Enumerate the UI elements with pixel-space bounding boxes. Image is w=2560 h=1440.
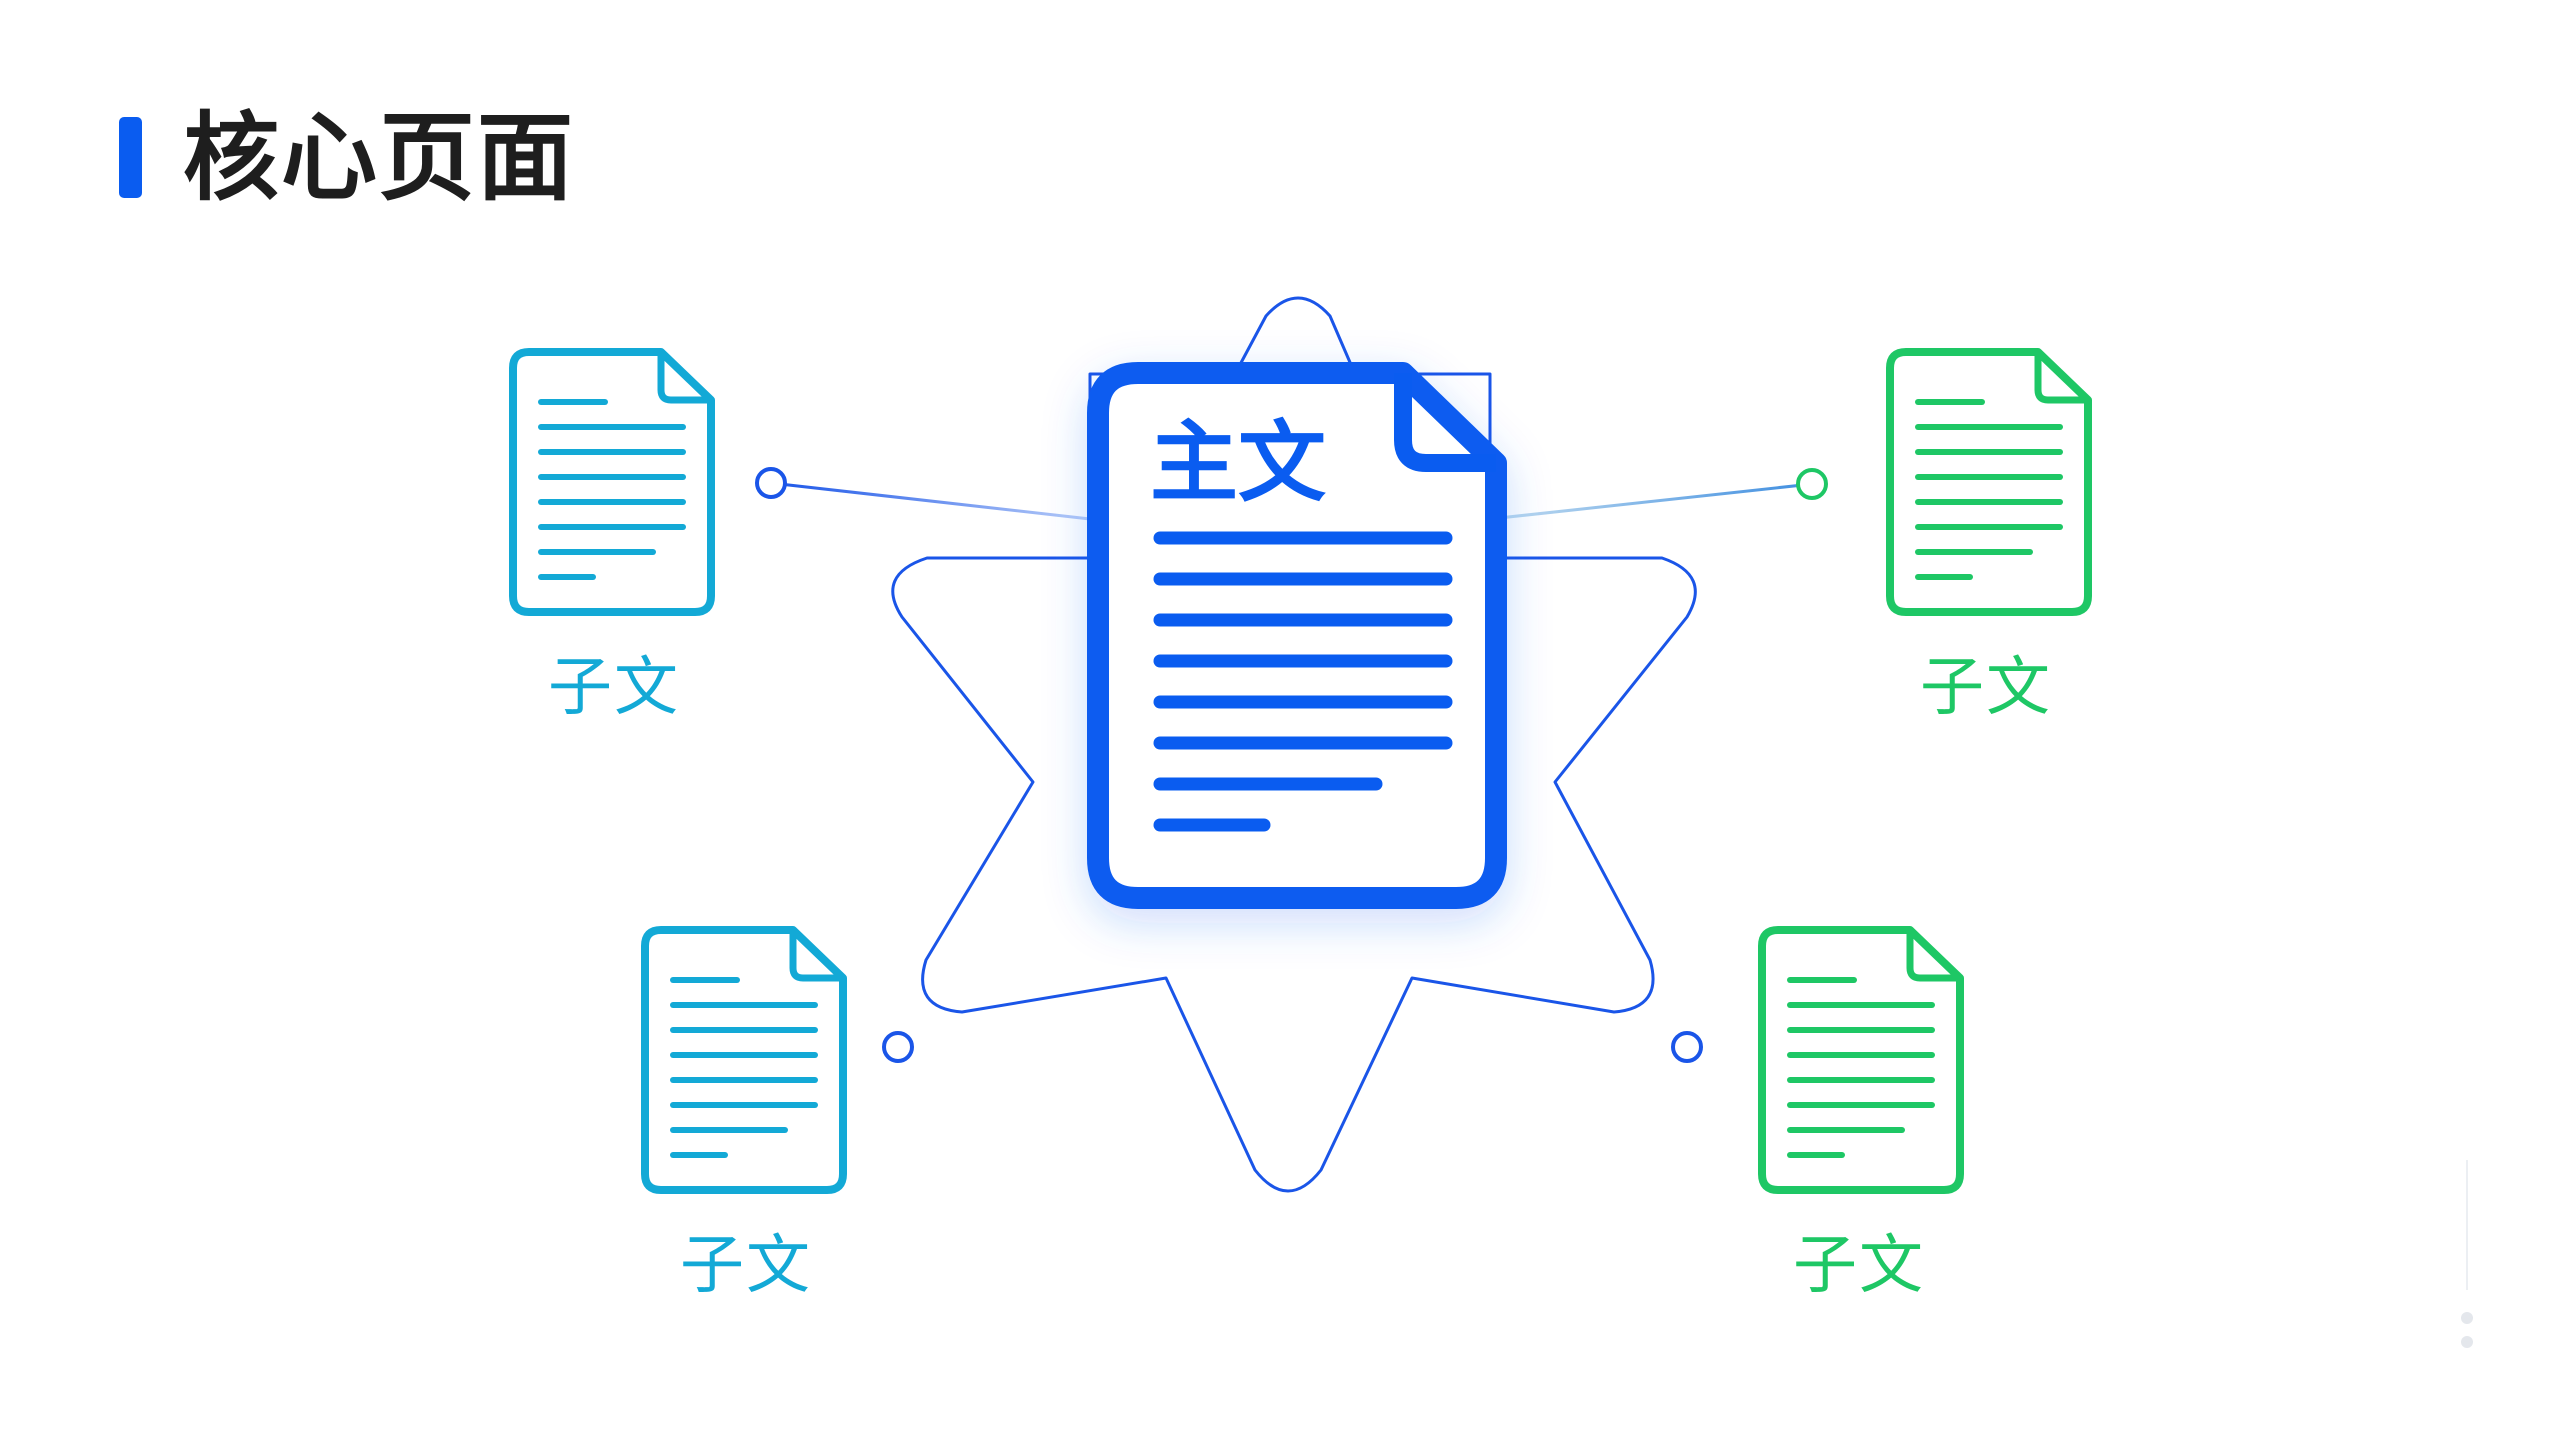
connector-line-top-right xyxy=(1489,482,1813,521)
page-indicator xyxy=(2461,1160,2473,1360)
sub-document-icon-bottom-left xyxy=(641,926,847,1194)
sub-document-label-bottom-right: 子文 xyxy=(1793,1229,1925,1303)
connector-dot-top-right xyxy=(1796,468,1828,500)
main-document-icon xyxy=(1087,362,1507,909)
main-document-label: 主文 xyxy=(1150,411,1327,514)
title-accent-bar xyxy=(119,117,142,198)
page-indicator-track xyxy=(2466,1160,2468,1290)
page-indicator-dot xyxy=(2461,1312,2473,1324)
sub-document-icon-top-left xyxy=(509,348,715,616)
connector-dot-top-left xyxy=(755,467,787,499)
sub-document-icon-bottom-right xyxy=(1758,926,1964,1194)
sub-document-label-top-right: 子文 xyxy=(1920,651,2052,725)
connector-line-top-left xyxy=(770,481,1091,521)
main-document-corner-fold xyxy=(1394,373,1496,472)
sub-document-icon-top-right xyxy=(1886,348,2092,616)
page-title: 核心页面 xyxy=(183,102,575,214)
sub-document-label-bottom-left: 子文 xyxy=(680,1229,812,1303)
main-document-text-lines xyxy=(1153,531,1453,832)
page-indicator-dot xyxy=(2461,1336,2473,1348)
connector-dot-bottom-left xyxy=(882,1031,914,1063)
connector-dot-bottom-right xyxy=(1671,1031,1703,1063)
sub-document-label-top-left: 子文 xyxy=(548,651,680,725)
